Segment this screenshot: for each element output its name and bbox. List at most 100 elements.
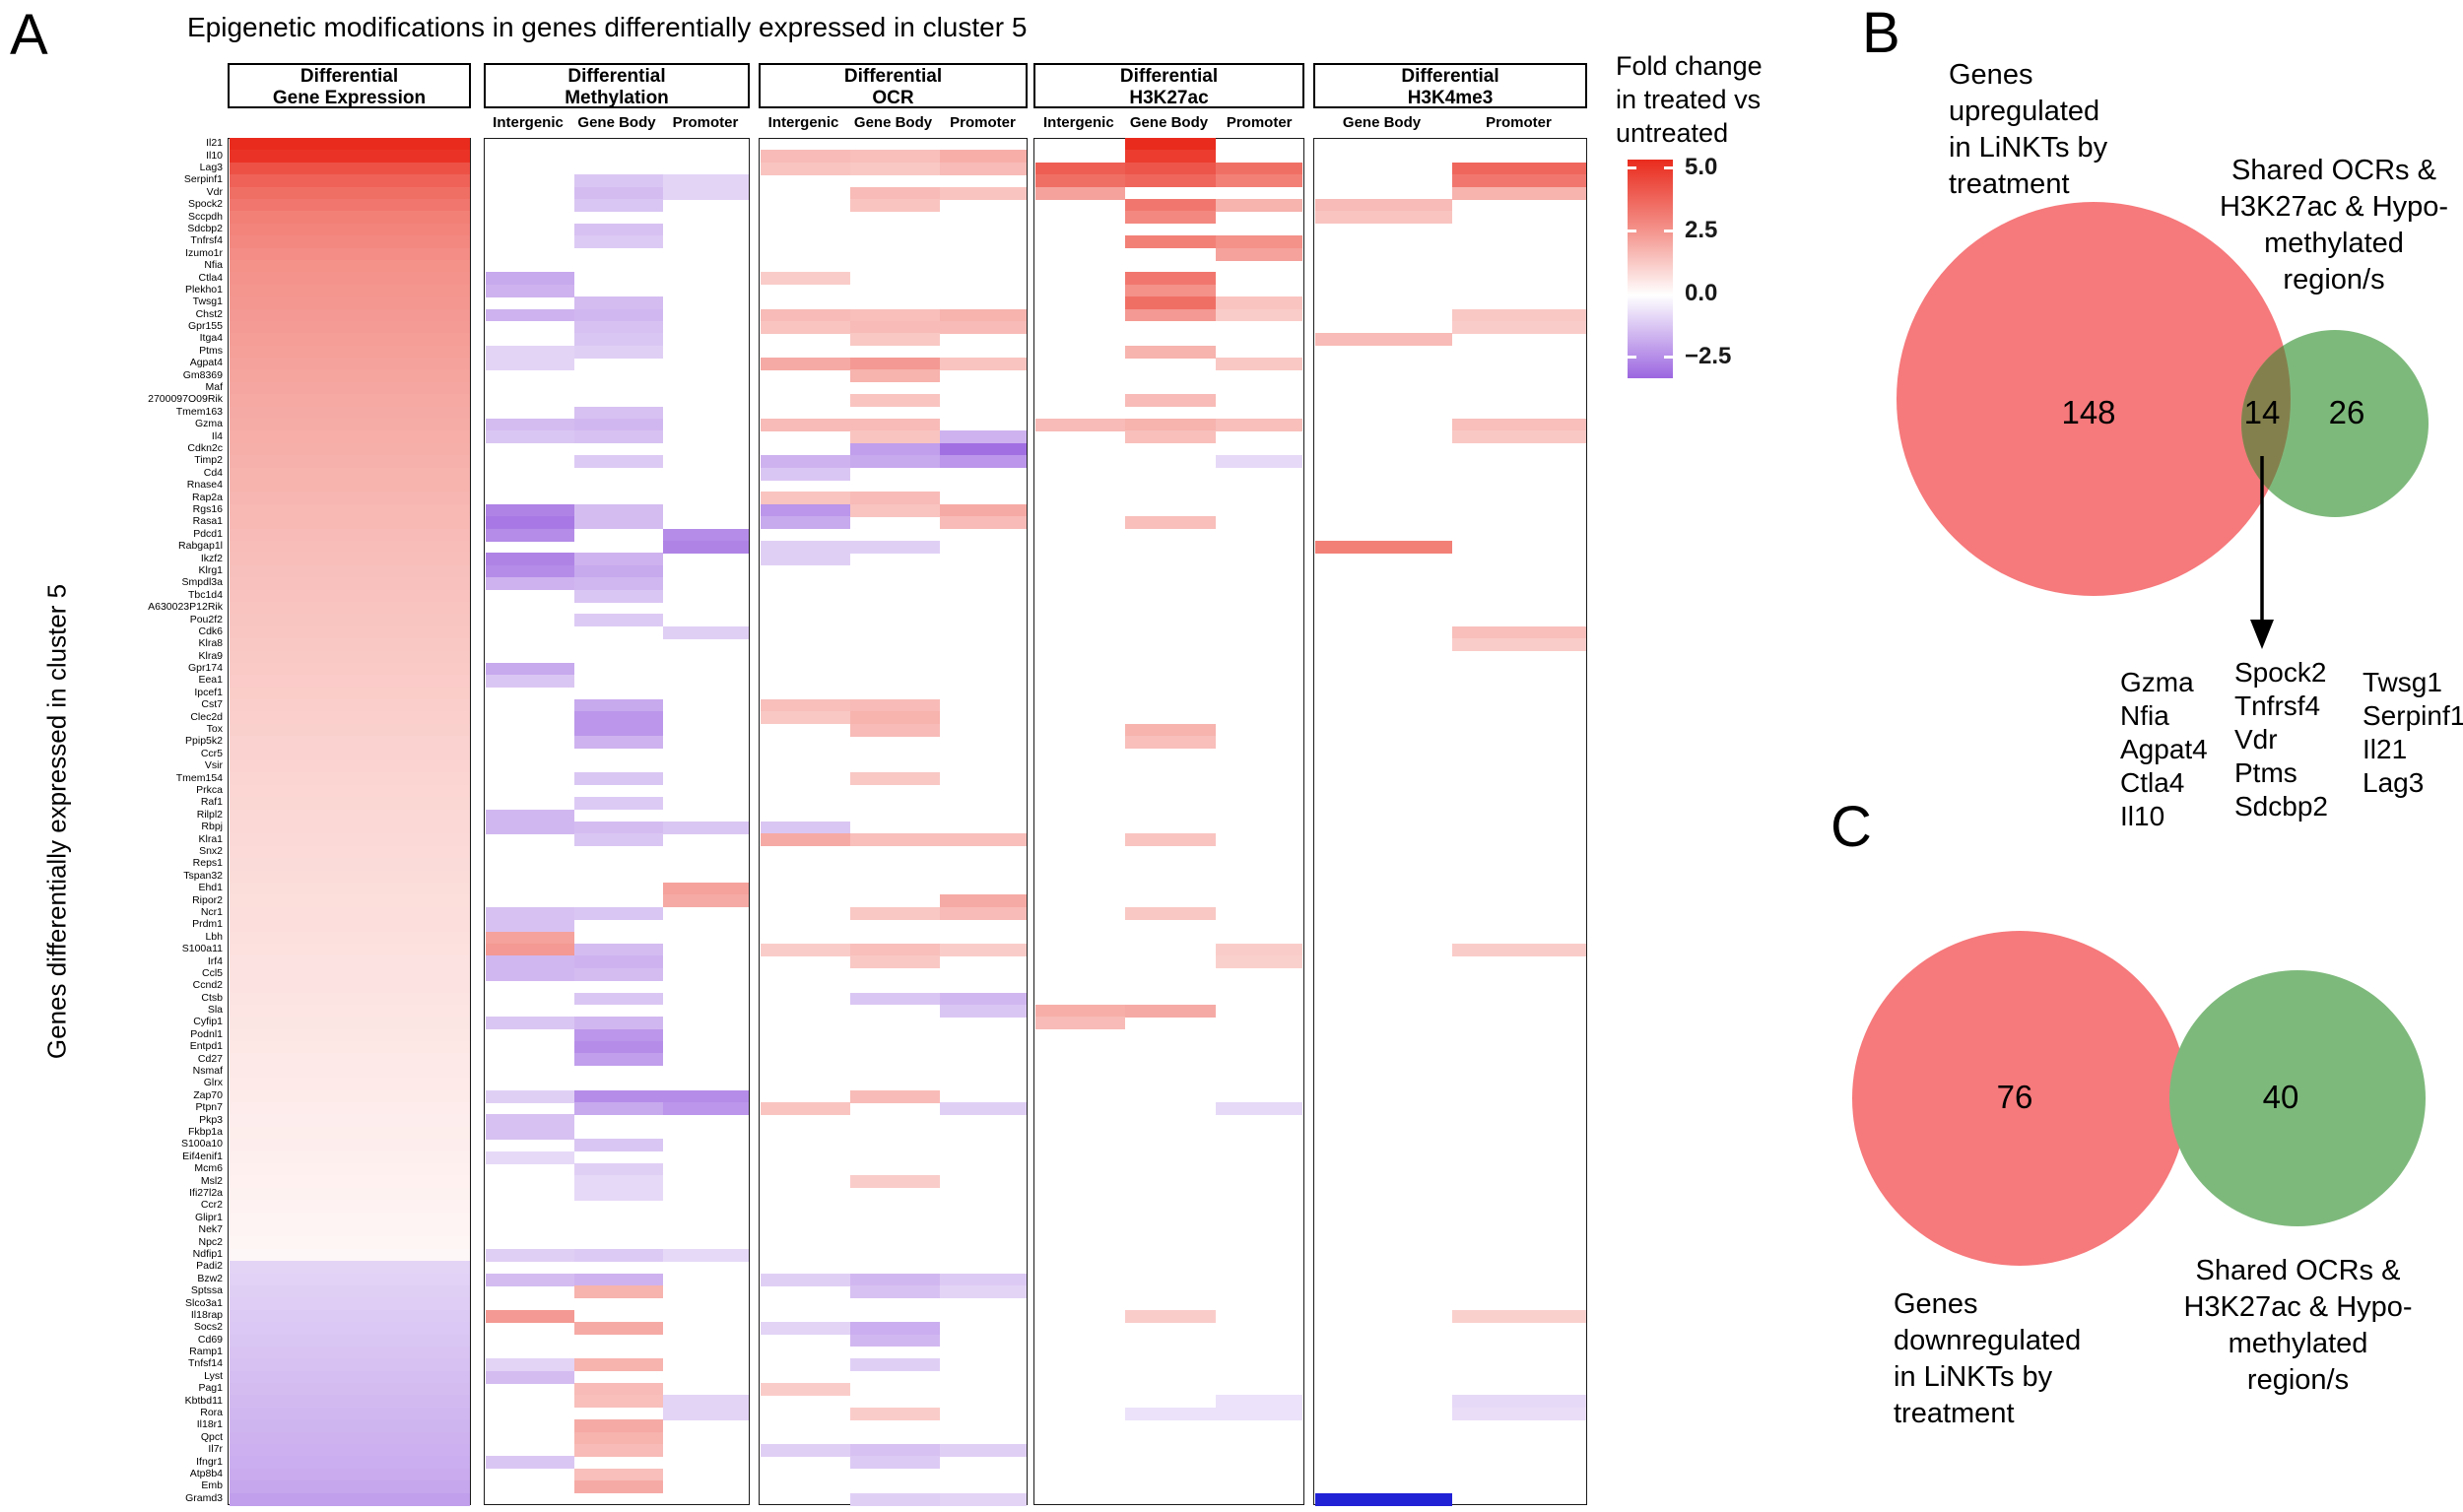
gene-row-label: Kbtbd11 bbox=[184, 1394, 223, 1407]
heatmap-cell bbox=[849, 1492, 940, 1506]
heatmap-cell bbox=[1125, 516, 1216, 530]
legend-tick: 0.0 bbox=[1685, 280, 1718, 306]
expression-cell bbox=[229, 772, 470, 786]
heatmap-cell bbox=[1125, 430, 1216, 444]
heatmap-cell bbox=[573, 1431, 663, 1445]
expression-cell bbox=[229, 1358, 470, 1372]
heatmap-cell bbox=[485, 358, 574, 371]
legend-title: Fold change in treated vs untreated bbox=[1616, 49, 1842, 150]
expression-cell bbox=[229, 675, 470, 689]
expression-cell bbox=[229, 1407, 470, 1420]
heatmap-cell bbox=[485, 419, 574, 432]
gene-row-label: Msl2 bbox=[200, 1174, 223, 1187]
heatmap-cell bbox=[939, 906, 1027, 920]
heatmap-cell bbox=[573, 1358, 663, 1372]
heatmap-cell bbox=[573, 198, 663, 212]
gene-row-label: Ccr2 bbox=[200, 1199, 223, 1212]
column-group-header-line: OCR bbox=[872, 88, 914, 108]
heatmap-cell bbox=[573, 553, 663, 566]
gene-item: Serpinf1 bbox=[2363, 700, 2463, 731]
gene-row-label: Ramp1 bbox=[189, 1346, 223, 1358]
expression-cell bbox=[229, 235, 470, 249]
label-line: H3K27ac & Hypo- bbox=[2219, 191, 2449, 223]
expression-cell bbox=[229, 528, 470, 542]
expression-cell bbox=[229, 480, 470, 493]
heatmap-cell bbox=[849, 906, 940, 920]
heatmap-cell bbox=[662, 1407, 749, 1420]
heatmap-cell bbox=[939, 1273, 1027, 1286]
heatmap-cell bbox=[1125, 1004, 1216, 1018]
gene-row-label: Fkbp1a bbox=[187, 1126, 223, 1139]
heatmap-cell bbox=[760, 1383, 850, 1397]
heatmap-cell bbox=[1215, 943, 1303, 956]
heatmap-cell bbox=[485, 906, 574, 920]
heatmap-cell bbox=[485, 1248, 574, 1262]
heatmap-cell bbox=[760, 540, 850, 554]
subcolumn-label: Promoter bbox=[950, 114, 1016, 131]
heatmap-cell bbox=[1314, 333, 1452, 347]
heatmap-cell bbox=[1451, 1395, 1586, 1409]
gene-row-label: Ccl5 bbox=[201, 966, 223, 979]
expression-cell bbox=[229, 760, 470, 774]
heatmap-cell bbox=[662, 882, 749, 895]
heatmap-cell bbox=[573, 430, 663, 444]
expression-cell bbox=[229, 455, 470, 469]
heatmap-cell bbox=[760, 320, 850, 334]
expression-cell bbox=[229, 540, 470, 554]
expression-cell bbox=[229, 748, 470, 761]
subcolumn-label: Gene Body bbox=[853, 114, 933, 131]
gene-row-label: Gpr155 bbox=[187, 320, 223, 333]
expression-cell bbox=[229, 1419, 470, 1433]
subcolumn-label: Intergenic bbox=[493, 114, 564, 131]
expression-cell bbox=[229, 358, 470, 371]
heatmap-cell bbox=[849, 943, 940, 956]
heatmap-cell bbox=[1125, 1407, 1216, 1420]
expression-cell bbox=[229, 1444, 470, 1458]
heatmap-cell bbox=[1215, 198, 1303, 212]
heatmap-cell bbox=[485, 955, 574, 969]
heatmap-cell bbox=[485, 308, 574, 322]
heatmap-cell bbox=[1125, 211, 1216, 225]
gene-row-label: 2700097O09Rik bbox=[148, 393, 223, 406]
expression-cell bbox=[229, 284, 470, 297]
label-line: Genes bbox=[1949, 59, 2033, 91]
expression-cell bbox=[229, 1383, 470, 1397]
expression-cell bbox=[229, 320, 470, 334]
column-group-frame bbox=[1033, 138, 1304, 1505]
gene-row-label: Cdk6 bbox=[198, 625, 223, 637]
heatmap-cell bbox=[760, 1273, 850, 1286]
heatmap-cell bbox=[573, 1284, 663, 1298]
gene-row-label: Rap2a bbox=[192, 491, 223, 503]
heatmap-cell bbox=[939, 1444, 1027, 1458]
heatmap-cell bbox=[1034, 1017, 1126, 1030]
heatmap-cell bbox=[573, 1053, 663, 1067]
expression-cell bbox=[229, 980, 470, 994]
expression-cell bbox=[229, 833, 470, 847]
heatmap-cell bbox=[760, 358, 850, 371]
expression-cell bbox=[229, 797, 470, 811]
gene-row-label: Gpr174 bbox=[187, 662, 223, 675]
gene-row-label: Tmem163 bbox=[175, 405, 223, 418]
gene-item: Sdcbp2 bbox=[2234, 791, 2328, 822]
heatmap-cell bbox=[1215, 455, 1303, 469]
heatmap-cell bbox=[849, 1407, 940, 1420]
expression-cell bbox=[229, 430, 470, 444]
gene-row-label: Ndfip1 bbox=[192, 1247, 223, 1260]
expression-cell bbox=[229, 992, 470, 1006]
heatmap-cell bbox=[849, 369, 940, 383]
heatmap-cell bbox=[573, 1273, 663, 1286]
expression-cell bbox=[229, 1017, 470, 1030]
column-group-header-line: Methylation bbox=[565, 88, 669, 108]
gene-row-label: Rbpj bbox=[201, 821, 223, 833]
heatmap-cell bbox=[939, 503, 1027, 517]
heatmap-cell bbox=[1215, 1407, 1303, 1420]
heatmap-cell bbox=[849, 833, 940, 847]
gene-row-label: Pag1 bbox=[198, 1382, 223, 1395]
heatmap-cell bbox=[849, 723, 940, 737]
heatmap-cell bbox=[573, 1444, 663, 1458]
gene-row-label: Chst2 bbox=[195, 307, 223, 320]
column-group-header-line: Gene Expression bbox=[272, 88, 427, 108]
label-line: Shared OCRs & bbox=[2231, 155, 2436, 186]
